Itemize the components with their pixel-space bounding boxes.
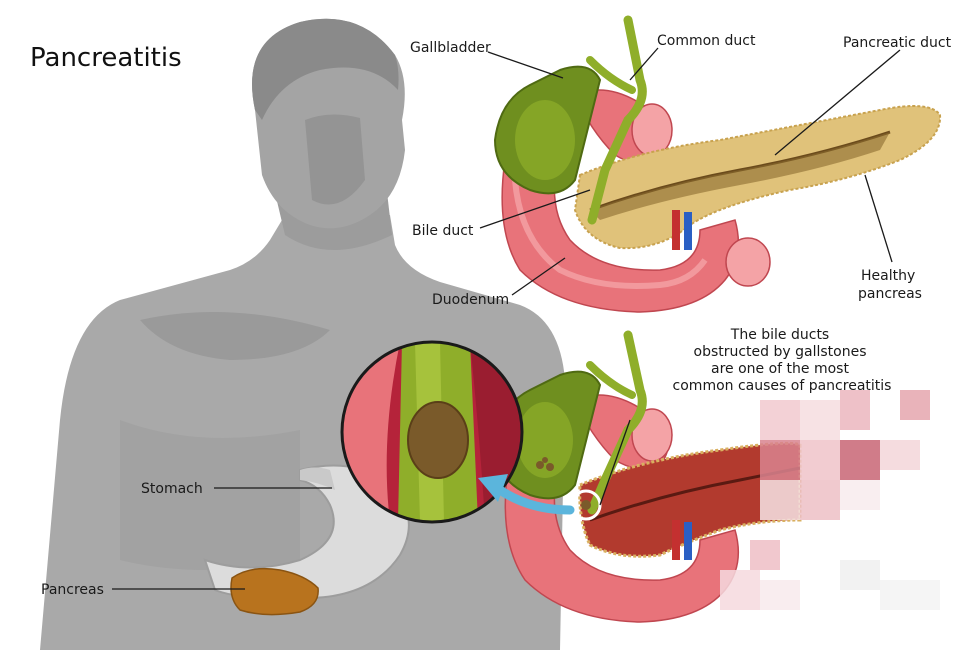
caption-line-4: common causes of pancreatitis — [673, 378, 892, 394]
caption: The bile ducts obstructed by gallstones … — [673, 327, 892, 394]
label-pancreas: Pancreas — [41, 582, 104, 598]
pointer-arrow — [478, 474, 575, 515]
label-gallbladder: Gallbladder — [410, 40, 491, 56]
label-common-duct: Common duct — [657, 33, 756, 49]
gallstone-magnified — [407, 401, 469, 479]
human-silhouette — [40, 18, 565, 650]
caption-line-1: The bile ducts — [730, 327, 829, 343]
pancreas-organ-small — [230, 567, 319, 616]
chest-shadow — [140, 312, 330, 360]
inflamed-anatomy-illustration — [493, 330, 802, 623]
label-duodenum: Duodenum — [432, 292, 509, 308]
label-stomach: Stomach — [141, 481, 203, 497]
label-bile-duct: Bile duct — [412, 223, 474, 239]
label-healthy-pancreas-line2: pancreas — [858, 286, 922, 302]
page-title: Pancreatitis — [30, 43, 182, 73]
caption-line-2: obstructed by gallstones — [694, 344, 867, 360]
magnifier-inset — [340, 340, 524, 524]
abdomen-shadow — [120, 420, 300, 570]
duodenum-top — [501, 99, 740, 313]
inflamed-pancreas-shape — [578, 441, 802, 558]
leader-lines — [112, 47, 901, 590]
hair-shape — [252, 18, 399, 121]
healthy-anatomy-illustration — [493, 15, 942, 313]
label-pancreatic-duct: Pancreatic duct — [843, 35, 952, 51]
caption-line-3: are one of the most — [711, 361, 849, 377]
obscured-region — [720, 390, 940, 610]
face-shadow — [305, 114, 365, 205]
label-healthy-pancreas-line1: Healthy — [861, 268, 915, 284]
